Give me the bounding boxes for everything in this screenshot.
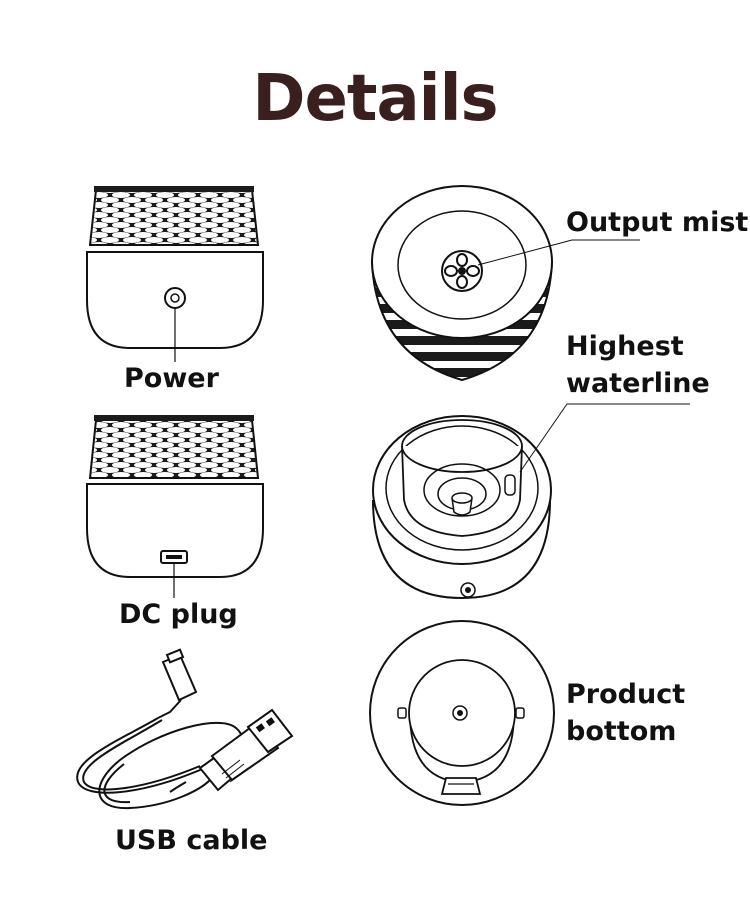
label-power: Power: [124, 363, 219, 394]
usb-cable-illustration: [76, 648, 294, 810]
label-output-mist: Output mist: [566, 207, 749, 238]
bottom-view: [369, 620, 555, 806]
label-bottom: bottom: [566, 716, 677, 747]
power-button-icon: [164, 287, 186, 309]
label-product: Product: [566, 679, 686, 710]
reservoir-highest-waterline: [372, 403, 690, 600]
label-highest: Highest: [566, 331, 684, 362]
label-usb-cable: USB cable: [115, 825, 268, 856]
label-dc-plug: DC plug: [119, 599, 238, 630]
label-waterline: waterline: [566, 368, 710, 399]
top-view-output-mist: [370, 185, 640, 382]
page-title: Details: [252, 62, 498, 136]
product-front-power: [86, 186, 264, 362]
product-front-dc: [86, 415, 264, 598]
